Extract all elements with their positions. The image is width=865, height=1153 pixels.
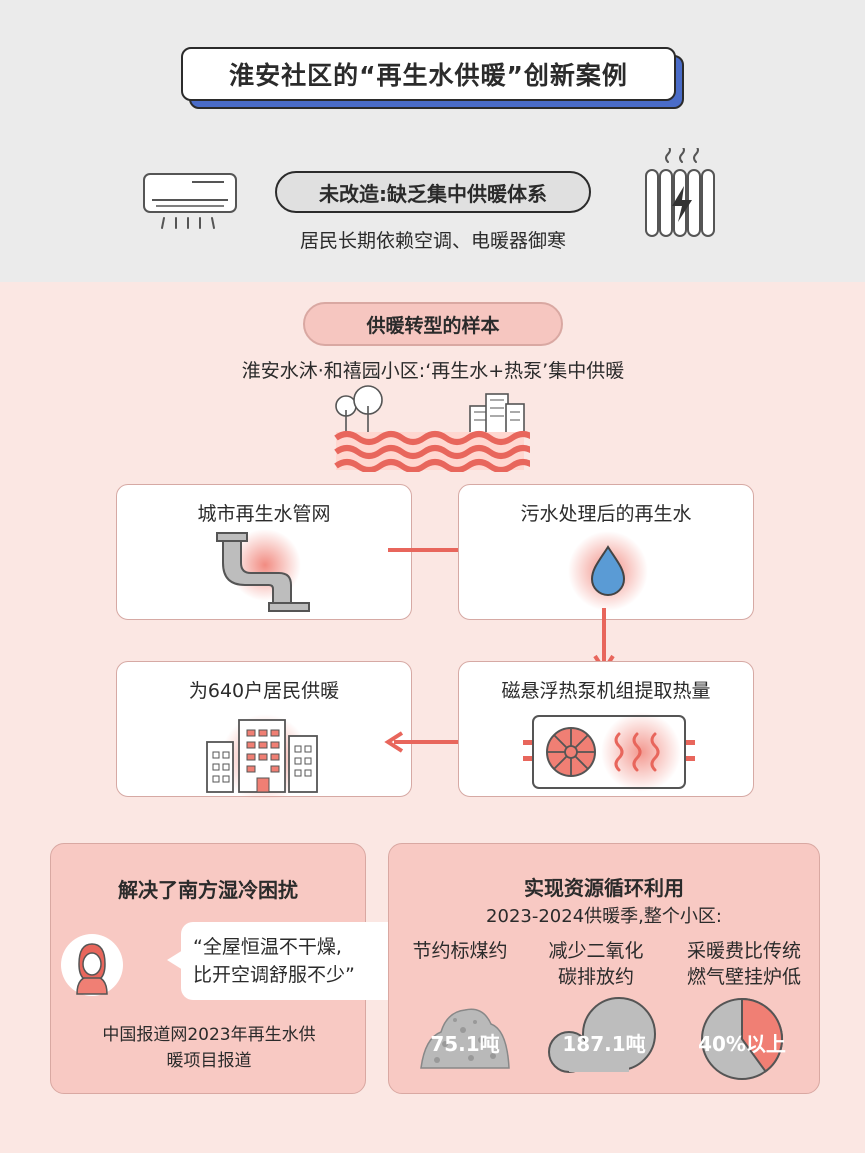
- page-title: 淮安社区的“再生水供暖”创新案例: [181, 47, 676, 101]
- stat-coal-value: 75.1吨: [430, 1032, 500, 1056]
- electric-radiator-icon: [645, 148, 715, 237]
- flow-step1-label: 城市再生水管网: [197, 503, 331, 525]
- stat-co2-value: 187.1吨: [562, 1032, 646, 1056]
- flow-step3-label: 磁悬浮热泵机组提取热量: [501, 680, 711, 702]
- before-description: 居民长期依赖空调、电暖器御寒: [299, 230, 566, 252]
- coal-pile-icon: [420, 1008, 510, 1069]
- co2-cloud-icon: [548, 997, 656, 1073]
- stat-co2-label-line1: 减少二氧化: [548, 940, 644, 962]
- quote-line-2: 比开空调舒服不少”: [193, 964, 355, 986]
- stat-co2-label: 减少二氧化 碳排放约: [531, 938, 661, 990]
- stat-cost-label-line2: 燃气壁挂炉低: [686, 966, 801, 988]
- resident-avatar-icon: [61, 934, 123, 996]
- comfort-panel-title: 解决了南方湿冷困扰: [118, 878, 298, 902]
- quote-tail: [167, 950, 183, 970]
- sample-description: 淮安水沐·和禧园小区:‘再生水+热泵’集中供暖: [241, 360, 625, 382]
- title-banner: 淮安社区的“再生水供暖”创新案例: [181, 47, 686, 111]
- pipe-icon: [216, 529, 310, 612]
- air-conditioner-icon: [143, 173, 237, 229]
- news-source: 中国报道网2023年再生水供 暖项目报道: [71, 1022, 347, 1074]
- flow-card-heat-pump: 磁悬浮热泵机组提取热量: [458, 661, 754, 797]
- flow-step2-label: 污水处理后的再生水: [520, 503, 692, 525]
- arrow-left: [384, 731, 458, 753]
- before-pill: 未改造:缺乏集中供暖体系: [275, 171, 591, 213]
- water-drop-icon: [568, 531, 648, 611]
- pie-chart-icon: [701, 997, 783, 1080]
- buildings-icon: [206, 714, 318, 798]
- stat-cost-value: 40%以上: [698, 1032, 786, 1056]
- stat-co2-label-line2: 碳排放约: [557, 966, 634, 988]
- stat-coal-label-line1: 节约标煤约: [412, 940, 508, 962]
- flow-card-residents: 为640户居民供暖: [116, 661, 412, 798]
- heat-pump-icon: [523, 712, 695, 792]
- flow-card-pipe-network: 城市再生水管网: [116, 484, 412, 620]
- comfort-panel: 解决了南方湿冷困扰 “全屋恒温不干燥, 比开空调舒服不少” 中国报道网2023年…: [50, 843, 407, 1094]
- flow-step4-label: 为640户居民供暖: [188, 680, 340, 702]
- resource-panel-title: 实现资源循环利用: [524, 876, 684, 900]
- sample-pill: 供暖转型的样本: [303, 302, 563, 346]
- resource-panel: 实现资源循环利用 2023-2024供暖季,整个小区: 节约标煤约 75.1吨 …: [388, 843, 820, 1094]
- stat-cost-label: 采暖费比传统 燃气壁挂炉低: [669, 938, 819, 990]
- resident-quote: “全屋恒温不干燥, 比开空调舒服不少”: [181, 922, 407, 1000]
- quote-line-1: “全屋恒温不干燥,: [193, 936, 342, 958]
- flow-card-reclaimed-water: 污水处理后的再生水: [458, 484, 754, 620]
- source-line-1: 中国报道网2023年再生水供: [102, 1025, 316, 1045]
- source-line-2: 暖项目报道: [166, 1051, 252, 1071]
- stat-cost-label-line1: 采暖费比传统: [686, 940, 801, 962]
- city-water-illustration: [334, 385, 530, 472]
- pie-slice-savings: [741, 997, 783, 1073]
- resource-panel-subtitle: 2023-2024供暖季,整个小区:: [486, 906, 722, 927]
- stat-coal-label: 节约标煤约: [395, 938, 525, 964]
